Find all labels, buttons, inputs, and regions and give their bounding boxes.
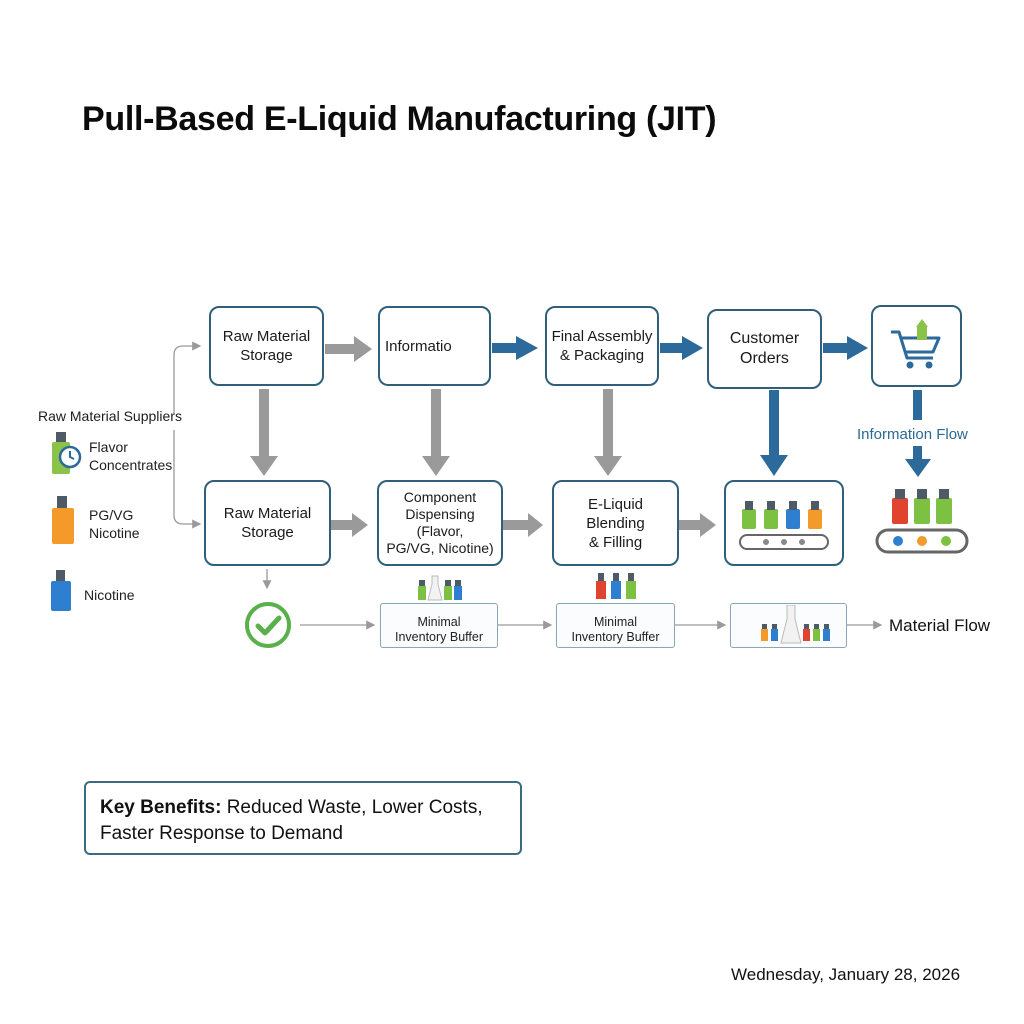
bottom-raw-material-storage-label: Raw Material Storage <box>223 505 312 541</box>
suppliers-heading: Raw Material Suppliers <box>38 408 182 424</box>
information-flow-label: Information Flow <box>857 426 968 443</box>
finished-goods-conveyor-icon <box>875 489 969 554</box>
arrow-top-1 <box>325 336 372 362</box>
arrow-bottom-2 <box>503 513 543 537</box>
eliquid-blending-box: E-Liquid Blending & Filling <box>552 480 679 566</box>
top-information-label: Informatio <box>385 337 467 355</box>
top-customer-orders-label: Customer Orders <box>729 330 800 367</box>
filling-conveyor-box <box>724 480 844 566</box>
blending-bottles-icon <box>596 573 636 599</box>
arrow-bottom-1 <box>331 513 368 537</box>
packaged-goods-buffer <box>730 603 847 648</box>
arrow-down-2 <box>422 389 450 476</box>
component-dispensing-label: Component Dispensing (Flavor, PG/VG, Nic… <box>386 489 494 556</box>
inventory-buffer-1: Minimal Inventory Buffer <box>380 603 498 648</box>
shopping-cart-icon <box>890 319 940 369</box>
check-circle-icon <box>245 602 291 648</box>
bottle-conveyor-icon <box>739 501 829 550</box>
shopping-cart-box <box>871 305 962 387</box>
arrow-top-2 <box>492 336 538 360</box>
inventory-buffer-1-label: Minimal Inventory Buffer <box>394 615 483 644</box>
material-flow-label: Material Flow <box>889 616 991 635</box>
arrow-bottom-3 <box>679 513 716 537</box>
arrow-down-5 <box>905 390 931 477</box>
arrow-top-4 <box>823 336 868 360</box>
supplier-pgvg-label: PG/VG Nicotine <box>89 507 140 541</box>
supplier-connector-top <box>173 341 202 414</box>
top-final-assembly-label: Final Assembly & Packaging <box>551 328 653 364</box>
date-label: Wednesday, January 28, 2026 <box>731 965 961 984</box>
nicotine-bottle-icon <box>51 570 71 611</box>
arrow-down-3 <box>594 389 622 476</box>
inventory-buffer-2: Minimal Inventory Buffer <box>556 603 675 648</box>
inventory-buffer-2-label: Minimal Inventory Buffer <box>571 615 660 644</box>
key-benefits-box: Key Benefits: Reduced Waste, Lower Costs… <box>84 781 522 855</box>
top-raw-material-storage: Raw Material Storage <box>209 306 324 386</box>
arrow-down-1 <box>250 389 278 476</box>
packaged-bottles-icon <box>760 604 830 643</box>
pgvg-bottle-icon <box>52 496 74 544</box>
eliquid-blending-label: E-Liquid Blending & Filling <box>586 495 645 551</box>
supplier-connector-bottom <box>173 430 202 529</box>
key-benefits-heading: Key Benefits: <box>100 797 222 818</box>
page-title: Pull-Based E-Liquid Manufacturing (JIT) <box>82 100 717 138</box>
dispensing-bottles-icon <box>418 575 462 601</box>
top-raw-material-storage-label: Raw Material Storage <box>222 328 311 364</box>
bottom-raw-material-storage: Raw Material Storage <box>204 480 331 566</box>
flavor-bottle-clock-icon <box>52 432 82 474</box>
arrow-top-3 <box>660 336 703 360</box>
arrow-down-4 <box>760 390 788 476</box>
key-benefits-text: Reduced Waste, Lower Costs, Faster Respo… <box>100 797 483 844</box>
top-final-assembly: Final Assembly & Packaging <box>545 306 659 386</box>
supplier-flavor-label: Flavor Concentrates <box>89 439 173 473</box>
component-dispensing-box: Component Dispensing (Flavor, PG/VG, Nic… <box>377 480 503 566</box>
top-information-box: Informatio <box>378 306 491 386</box>
top-customer-orders: Customer Orders <box>707 309 822 389</box>
supplier-nicotine-label: Nicotine <box>84 587 135 603</box>
